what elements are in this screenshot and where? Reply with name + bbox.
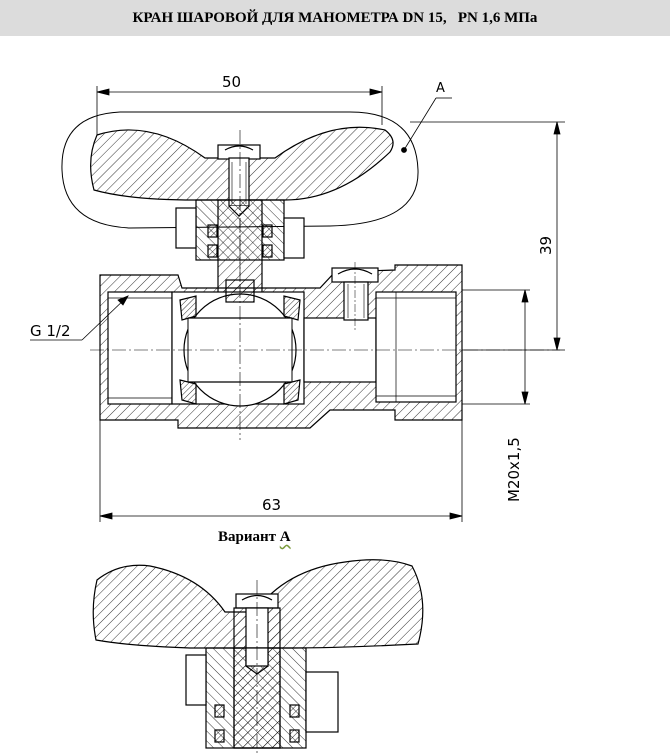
seat-right xyxy=(283,295,301,321)
variant-handle xyxy=(92,559,424,649)
dimension-lines xyxy=(30,86,565,522)
dimension-width: 50 xyxy=(222,73,241,91)
dimension-thread-right: M20x1,5 xyxy=(505,437,523,502)
vent-screw xyxy=(343,281,369,321)
page-title: КРАН ШАРОВОЙ ДЛЯ МАНОМЕТРА DN 15, PN 1,6… xyxy=(0,0,670,36)
o-ring xyxy=(207,224,218,238)
detail-marker: A xyxy=(436,81,445,96)
dimension-thread-left: G 1/2 xyxy=(30,322,71,340)
handle-screw-head xyxy=(217,144,261,160)
variant-a-view xyxy=(92,559,424,756)
variant-caption: Вариант А xyxy=(218,529,291,545)
seat-left xyxy=(179,295,197,321)
main-view xyxy=(61,111,560,440)
dimension-length: 63 xyxy=(262,496,281,514)
detail-a-outline xyxy=(61,111,419,229)
dimension-height: 39 xyxy=(537,236,555,255)
